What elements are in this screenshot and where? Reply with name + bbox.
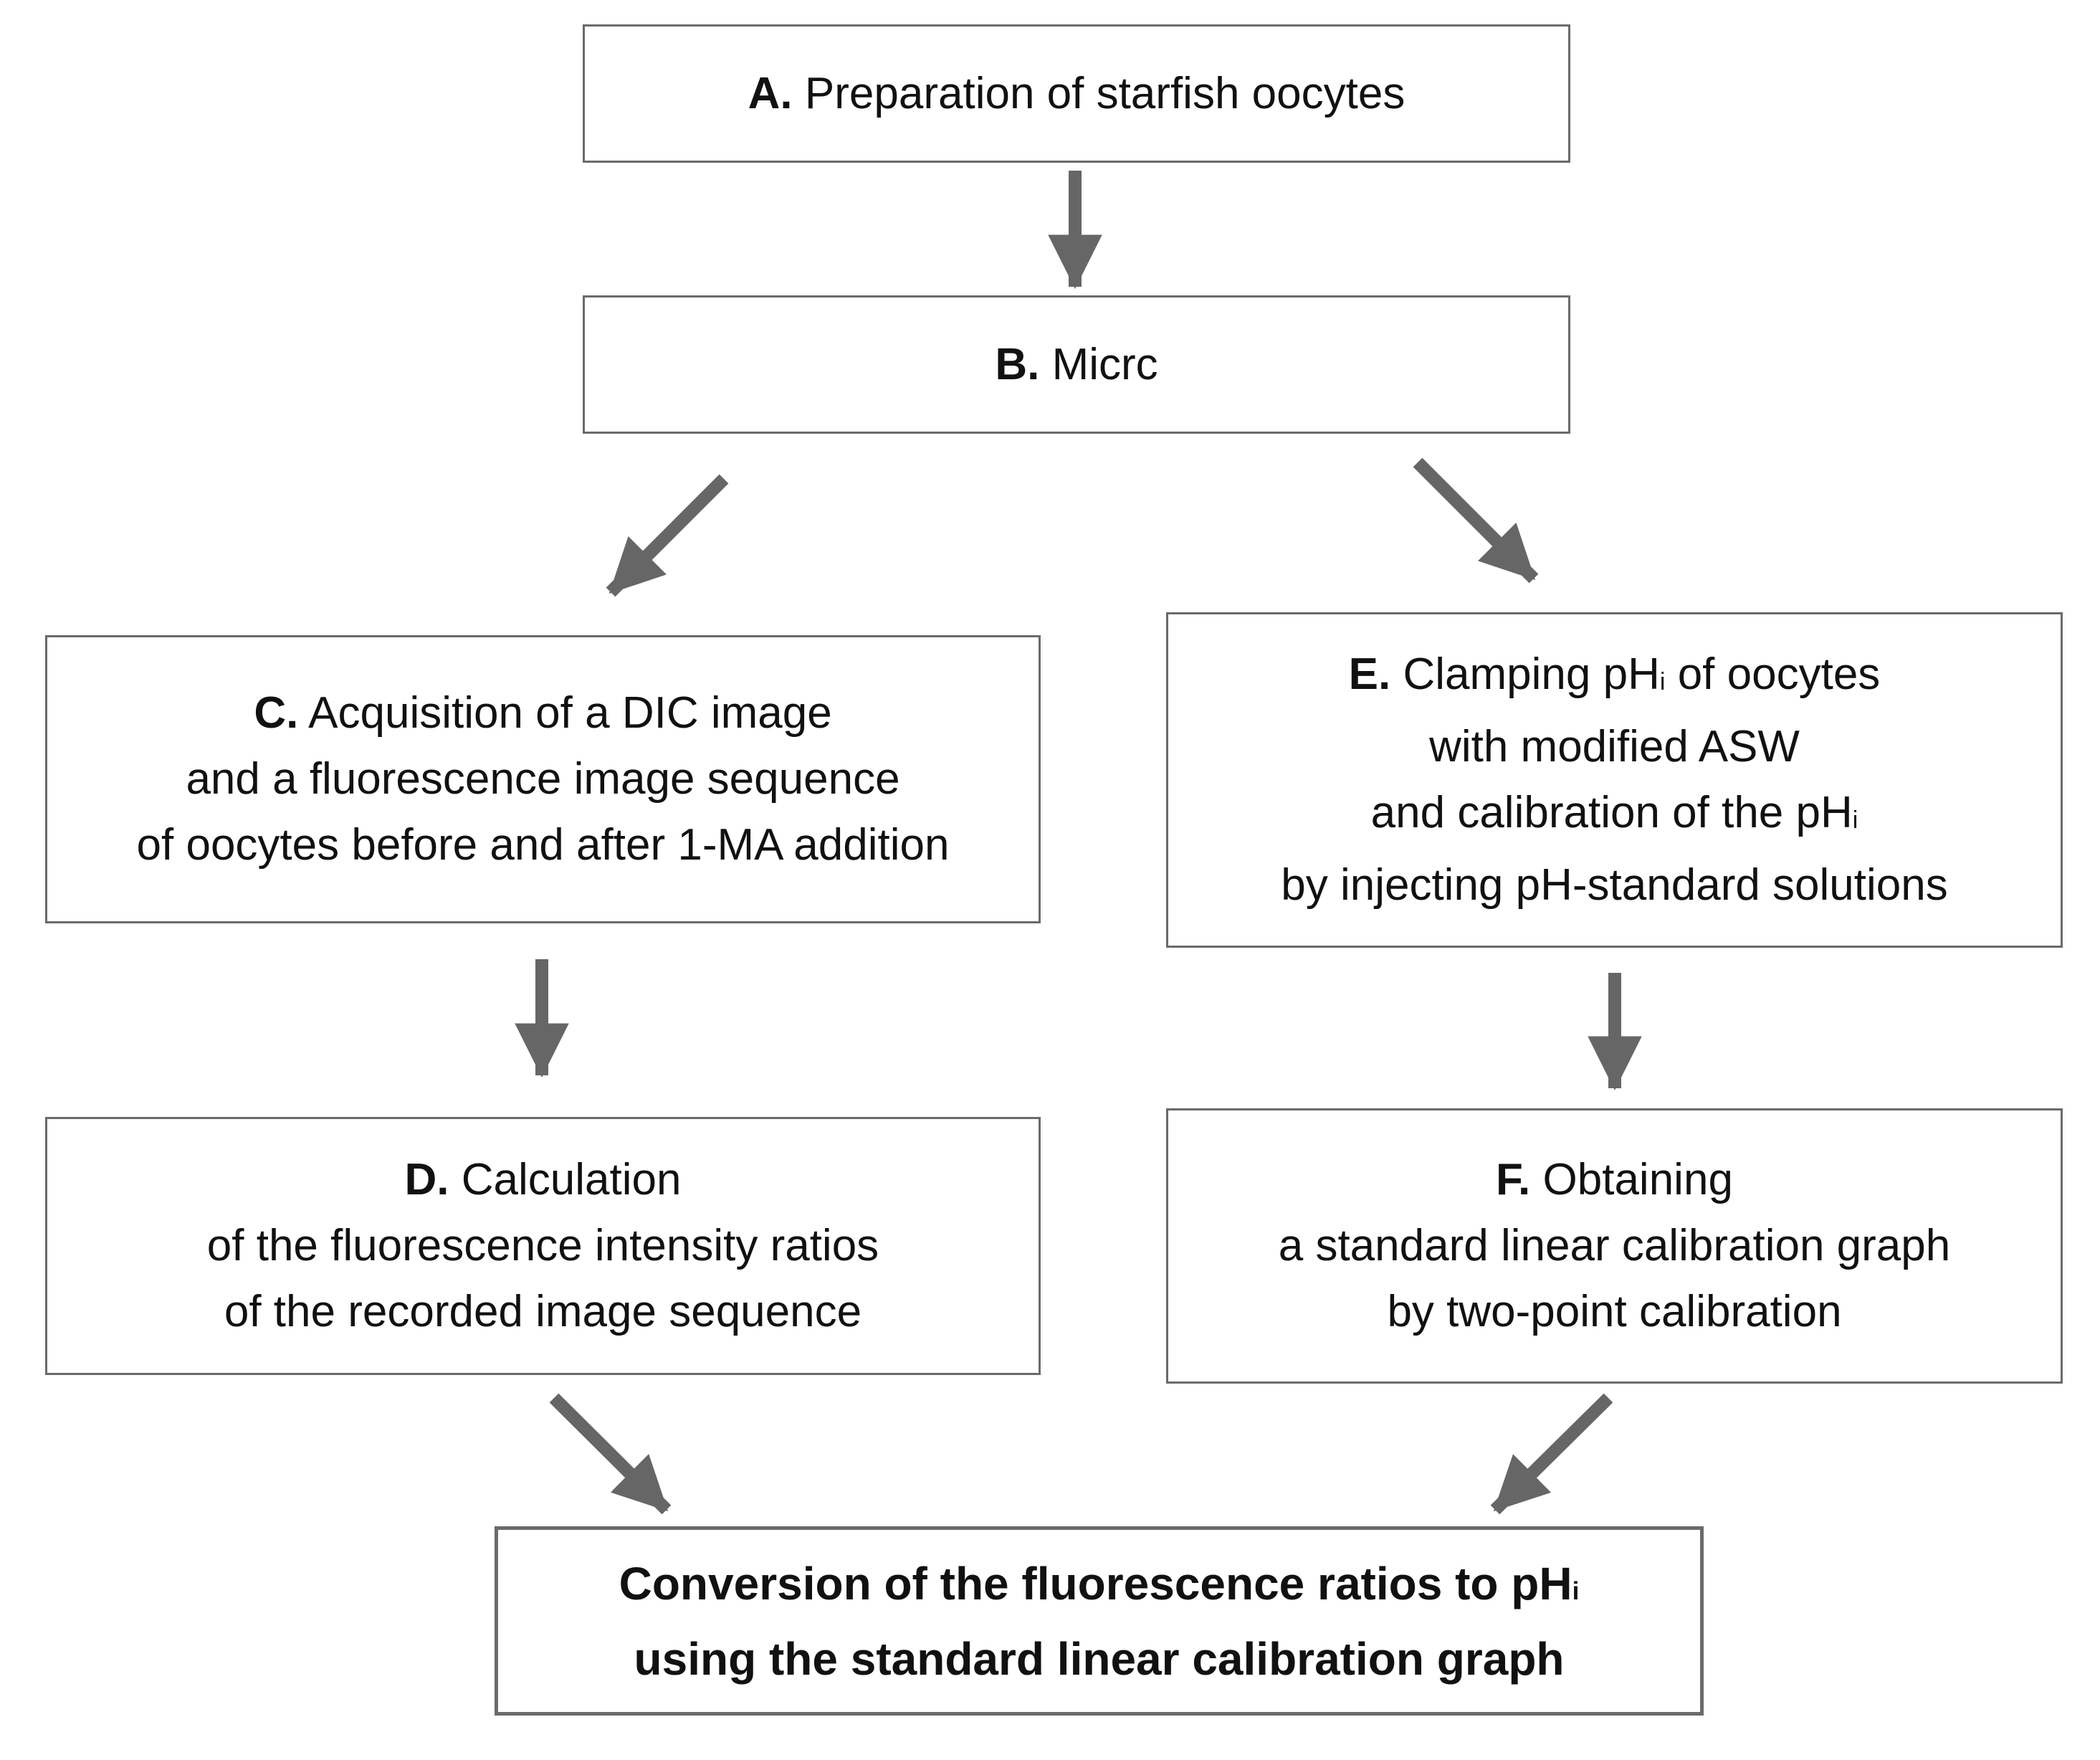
- step-e-line3-sub: i: [1852, 806, 1858, 834]
- arrow-b-to-c: [606, 474, 729, 597]
- step-f-label: F.: [1496, 1155, 1531, 1204]
- step-b-line1: Micrc: [1051, 339, 1158, 389]
- step-a-text: A. Preparation of starfish oocytes: [748, 61, 1405, 127]
- step-c-line3: of oocytes before and after 1-MA additio…: [136, 820, 950, 870]
- step-b-label: B.: [995, 339, 1040, 389]
- step-d-line3: of the recorded image sequence: [224, 1287, 862, 1336]
- step-e-line1-row: E. Clamping pHi of oocytes: [1349, 642, 1881, 714]
- step-c-line1: Acquisition of a DIC image: [308, 688, 832, 738]
- step-e-box: E. Clamping pHi of oocytes with modified…: [1166, 612, 2063, 948]
- step-e-line1-post: of oocytes: [1677, 650, 1881, 699]
- final-line2: using the standard linear calibration gr…: [634, 1632, 1565, 1685]
- final-line1-row: Conversion of the fluorescence ratios to…: [619, 1550, 1580, 1625]
- arrow-f-to-final: [1490, 1393, 1613, 1515]
- step-f-line2: a standard linear calibration graph: [1278, 1221, 1951, 1270]
- step-e-line4: by injecting pH-standard solutions: [1281, 860, 1948, 910]
- step-e-line2: with modified ASW: [1429, 722, 1800, 771]
- step-c-line2: and a fluorescence image sequence: [186, 754, 900, 804]
- step-f-line1: Obtaining: [1542, 1155, 1733, 1204]
- arrow-b-to-e: [1413, 457, 1539, 584]
- step-b-text: B. Micrc: [995, 332, 1158, 398]
- final-line1-pre: Conversion of the fluorescence ratios to…: [619, 1557, 1572, 1609]
- step-a-label: A.: [748, 68, 793, 118]
- step-f-box: F. Obtaining a standard linear calibrati…: [1166, 1108, 2063, 1384]
- step-f-line3: by two-point calibration: [1387, 1287, 1842, 1336]
- step-b-box: B. Micrc: [583, 295, 1570, 434]
- step-e-line1-sub: i: [1659, 667, 1666, 695]
- step-c-label: C.: [254, 688, 299, 738]
- step-d-line2: of the fluorescence intensity ratios: [206, 1221, 879, 1270]
- step-d-line1-row: D. Calculation: [405, 1147, 682, 1213]
- final-step-box: Conversion of the fluorescence ratios to…: [495, 1526, 1704, 1716]
- step-c-box: C. Acquisition of a DIC image and a fluo…: [45, 635, 1041, 923]
- step-e-line3-pre: and calibration of the pH: [1370, 788, 1853, 837]
- step-e-line1-pre: Clamping pH: [1403, 650, 1660, 699]
- step-d-label: D.: [404, 1155, 449, 1204]
- step-d-box: D. Calculation of the fluorescence inten…: [45, 1117, 1041, 1375]
- step-f-line1-row: F. Obtaining: [1496, 1147, 1733, 1213]
- final-line1-sub: i: [1572, 1577, 1580, 1606]
- step-c-line1-row: C. Acquisition of a DIC image: [254, 680, 831, 746]
- arrow-d-to-final: [549, 1393, 672, 1515]
- step-d-line1: Calculation: [461, 1155, 682, 1204]
- step-a-box: A. Preparation of starfish oocytes: [583, 24, 1570, 163]
- step-e-line3-row: and calibration of the pHi: [1371, 780, 1858, 852]
- step-e-label: E.: [1348, 650, 1391, 699]
- step-a-line1: Preparation of starfish oocytes: [804, 68, 1405, 118]
